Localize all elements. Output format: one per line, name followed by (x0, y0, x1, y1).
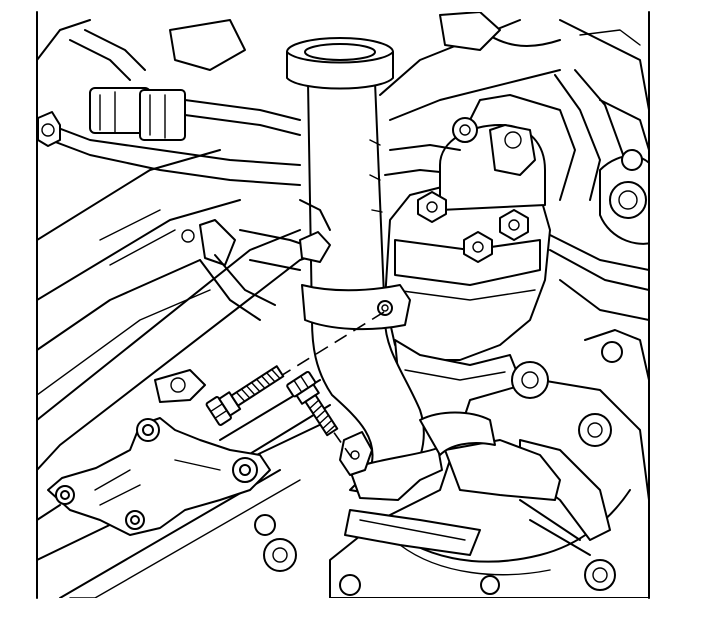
upper-right-hoses (379, 12, 649, 321)
cylinder-head-bracket (47, 369, 271, 536)
mounting-bolt-lower (286, 370, 339, 437)
thermostat-housing (384, 94, 576, 431)
lower-casting (254, 329, 649, 598)
coolant-pipe (286, 37, 496, 501)
engine-block (37, 149, 331, 598)
misc-fasteners (249, 117, 478, 271)
wiring-harness (37, 19, 306, 321)
mounting-bolt-upper (205, 365, 285, 426)
